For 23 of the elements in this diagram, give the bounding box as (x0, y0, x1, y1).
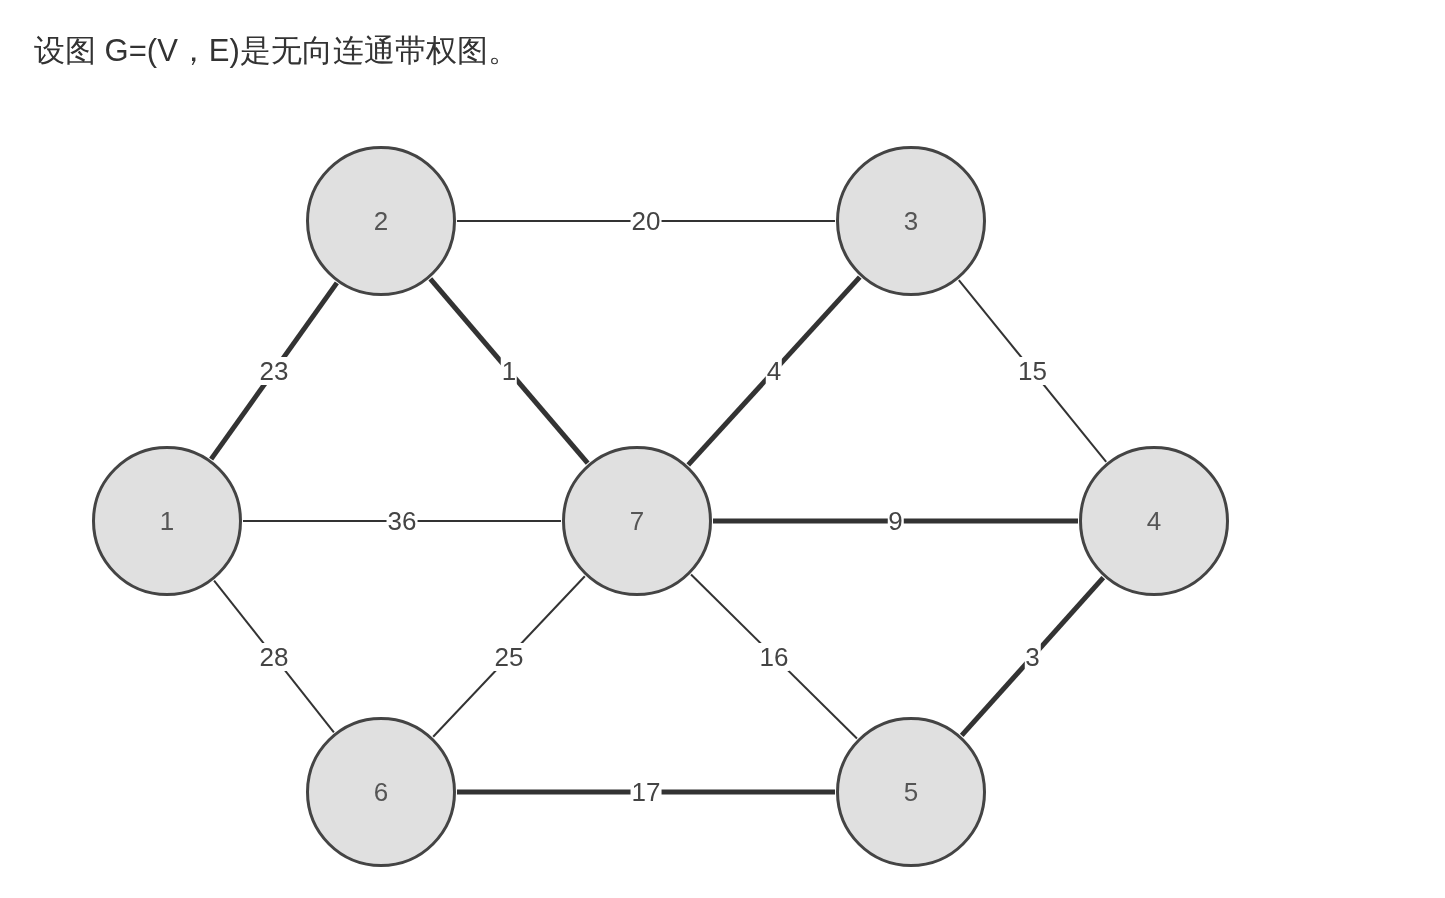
edge-line (456, 220, 836, 222)
vertex-number: 7 (629, 505, 645, 537)
edge-label: 16 (758, 642, 790, 671)
edge-line (959, 575, 1106, 738)
vertex-number: 6 (373, 776, 389, 808)
edge-line (686, 275, 862, 467)
edge-label: 25 (493, 642, 525, 671)
edge-line (713, 518, 1078, 524)
edge-label: 15 (1017, 357, 1048, 385)
title: 设图 G=(V，E)是无向连通带权图。 (34, 32, 519, 70)
edge-line (428, 277, 590, 465)
vertex-number: 4 (1146, 505, 1162, 537)
edge-line (457, 789, 835, 795)
edge-label: 28 (258, 642, 290, 671)
edge-label: 3 (1024, 642, 1041, 671)
vertex-number: 5 (903, 776, 919, 808)
edge-line (242, 520, 562, 522)
edge-label: 1 (500, 357, 518, 385)
vertex-number: 1 (159, 505, 175, 537)
vertex-number: 2 (373, 205, 389, 237)
edge-label: 4 (765, 357, 783, 385)
edge-label: 23 (258, 357, 290, 385)
vertex-number: 3 (903, 205, 919, 237)
